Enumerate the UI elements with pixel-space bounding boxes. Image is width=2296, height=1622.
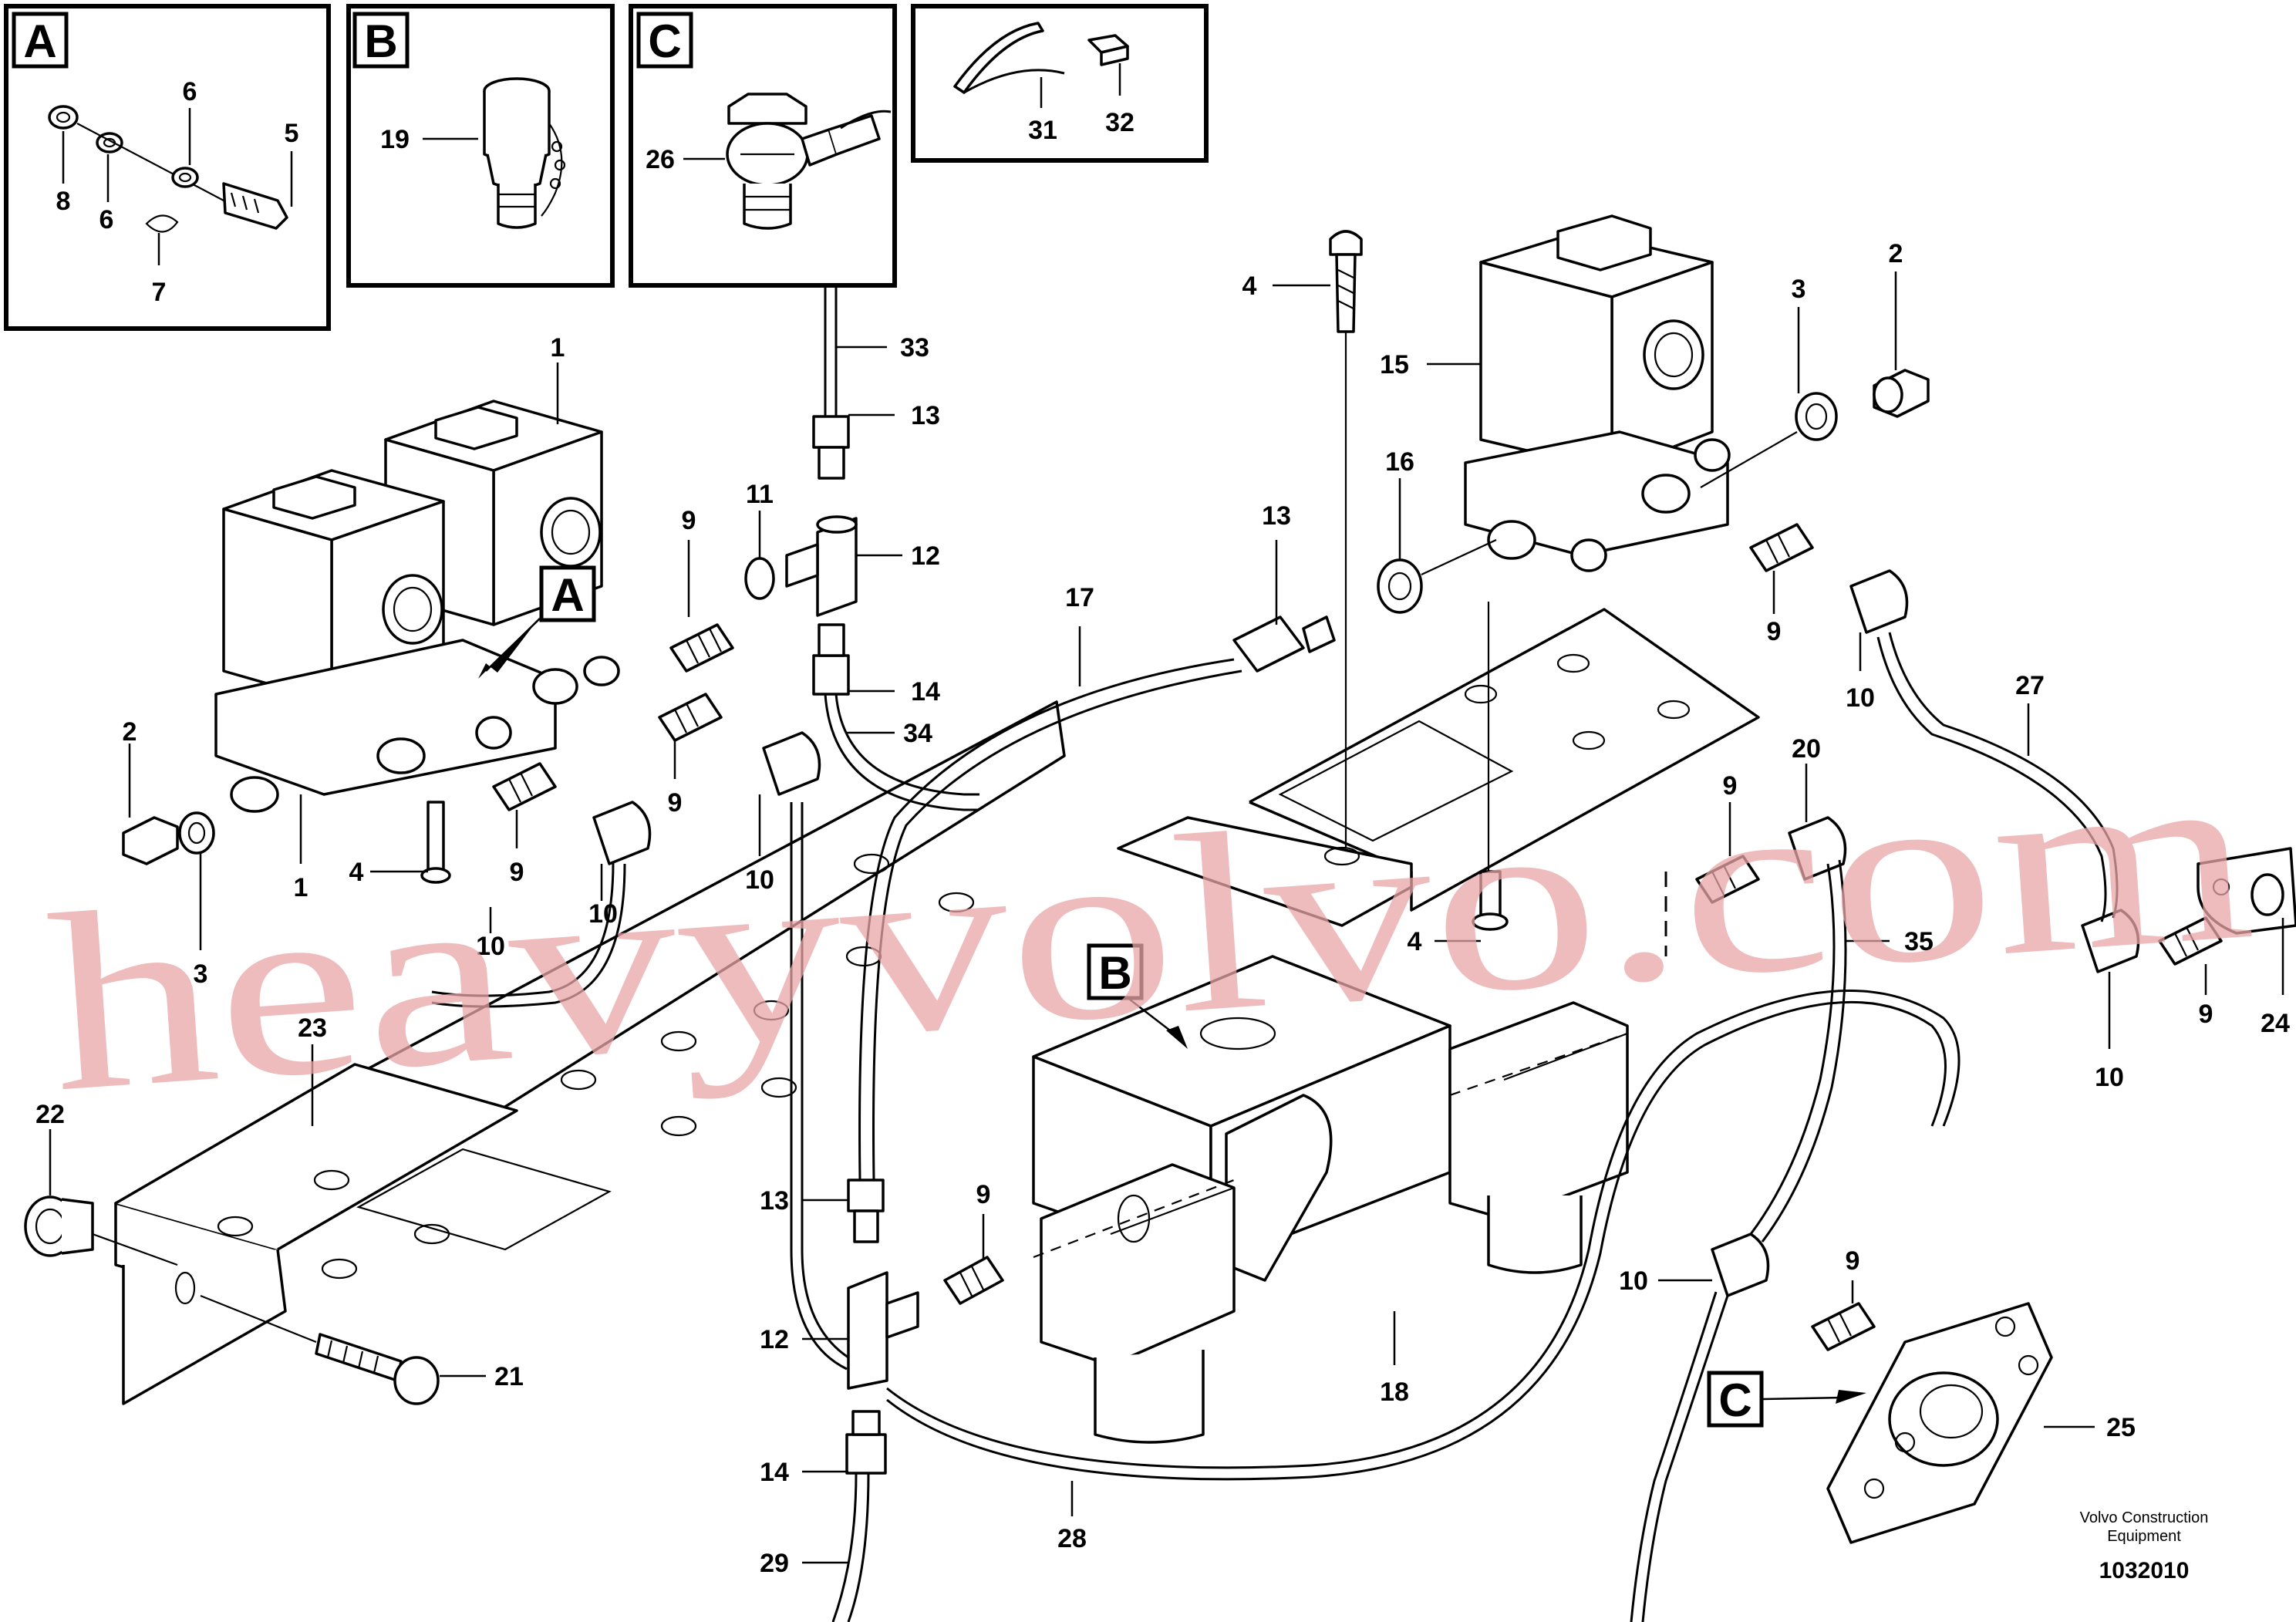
label-35: 35	[1904, 927, 1934, 956]
bolt-5-icon	[222, 182, 288, 230]
callout-b: B	[1087, 943, 1188, 1049]
label-19: 19	[380, 125, 410, 154]
label-23: 23	[298, 1013, 327, 1043]
label-27: 27	[2015, 671, 2045, 700]
label-13-mid: 13	[760, 1186, 789, 1216]
part-labels: 1 1 2 3 4 9 10 10 9 9 10 11 12	[35, 239, 2290, 1578]
label-20: 20	[1792, 734, 1821, 764]
mounting-plate-upper	[1117, 608, 1760, 927]
label-14-bottom: 14	[760, 1458, 789, 1487]
label-10-f: 10	[1619, 1266, 1648, 1296]
hoses	[431, 285, 2119, 1622]
callout-c: C	[1707, 1371, 1866, 1428]
hose-34	[834, 693, 979, 796]
inset-b-letter: B	[364, 15, 397, 67]
label-13-top: 13	[911, 401, 940, 430]
label-11: 11	[746, 480, 774, 509]
label-13-right: 13	[1262, 501, 1291, 531]
inset-box-accessories: 31 32	[911, 4, 1209, 163]
label-10-b: 10	[476, 932, 505, 961]
label-4-mid: 4	[1408, 927, 1422, 956]
label-14-top: 14	[911, 677, 940, 706]
label-8: 8	[56, 187, 71, 216]
inset-a-letter: A	[23, 15, 56, 67]
label-9-d: 9	[1767, 617, 1782, 646]
label-21: 21	[494, 1362, 524, 1391]
mounting-plate-23	[114, 700, 1066, 1405]
hose-35	[1749, 863, 1836, 1235]
credit-line-1: Volvo Construction	[2080, 1509, 2209, 1526]
label-7: 7	[152, 278, 167, 307]
label-17: 17	[1065, 583, 1094, 612]
label-3-right: 3	[1792, 275, 1806, 304]
label-9-f: 9	[2199, 1000, 2213, 1029]
label-1-top: 1	[551, 333, 565, 363]
label-2-left: 2	[123, 717, 137, 747]
label-5: 5	[285, 119, 299, 148]
valve-block-18	[1032, 955, 1629, 1444]
hose-17	[858, 658, 1235, 1181]
document-number: 1032010	[2099, 1558, 2190, 1583]
label-9-g: 9	[976, 1180, 991, 1209]
label-16: 16	[1385, 447, 1414, 477]
label-10-a: 10	[588, 899, 618, 929]
label-9-b: 9	[682, 506, 696, 535]
label-10-c: 10	[745, 865, 774, 895]
callout-b-letter: B	[1098, 947, 1131, 999]
hose-27	[1888, 632, 2119, 919]
label-10-e: 10	[2095, 1063, 2124, 1092]
label-9-a: 9	[510, 858, 524, 887]
callout-a-letter: A	[551, 569, 584, 621]
hose-29	[831, 1472, 858, 1622]
label-15: 15	[1380, 350, 1409, 379]
label-34: 34	[903, 719, 932, 748]
washer-3-right-icon	[1795, 392, 1838, 441]
washer-16-icon	[1377, 558, 1423, 614]
washer-6b-icon	[171, 167, 199, 188]
clip-32-icon	[1087, 34, 1129, 66]
label-9-h: 9	[1846, 1246, 1860, 1276]
callout-c-letter: C	[1718, 1374, 1752, 1426]
callout-a: A	[478, 565, 596, 679]
washer-8-icon	[48, 105, 79, 130]
label-29: 29	[760, 1549, 789, 1578]
label-24: 24	[2261, 1009, 2290, 1038]
label-6b: 6	[183, 77, 197, 106]
label-9-c: 9	[668, 788, 683, 818]
cable-tie-31-icon	[953, 22, 1065, 94]
label-18: 18	[1380, 1378, 1409, 1407]
oring-7-icon	[145, 214, 179, 233]
label-4-left: 4	[349, 858, 364, 887]
plug-2-right-icon	[1873, 369, 1930, 418]
label-4-top: 4	[1242, 271, 1257, 301]
label-12-bottom: 12	[760, 1325, 789, 1354]
swivel-fitting-26-icon	[726, 93, 892, 230]
label-26: 26	[646, 145, 675, 174]
fittings	[24, 230, 2296, 1544]
credit-line-2: Equipment	[2107, 1528, 2181, 1545]
solenoid-valve-1b	[214, 469, 620, 813]
label-10-d: 10	[1846, 683, 1875, 713]
label-2-right: 2	[1889, 239, 1903, 268]
label-6a: 6	[99, 205, 114, 234]
label-9-e: 9	[1723, 771, 1738, 801]
label-32: 32	[1105, 108, 1135, 137]
inset-box-c: C 26	[629, 4, 897, 288]
label-22: 22	[35, 1100, 65, 1129]
label-28: 28	[1057, 1524, 1087, 1553]
label-25: 25	[2106, 1413, 2136, 1442]
label-12-top: 12	[911, 541, 940, 571]
inset-c-letter: C	[648, 15, 681, 67]
hose-28	[886, 990, 1961, 1469]
solenoid-valve-15	[1464, 214, 1731, 572]
label-1-bottom: 1	[294, 873, 308, 902]
inset-box-b: B 19	[346, 4, 615, 288]
inset-box-a: A 8 6 6 5 7	[4, 4, 331, 331]
label-3-left: 3	[194, 959, 208, 989]
label-33: 33	[900, 333, 929, 363]
label-31: 31	[1028, 116, 1057, 145]
test-coupling-19-icon	[483, 77, 566, 229]
